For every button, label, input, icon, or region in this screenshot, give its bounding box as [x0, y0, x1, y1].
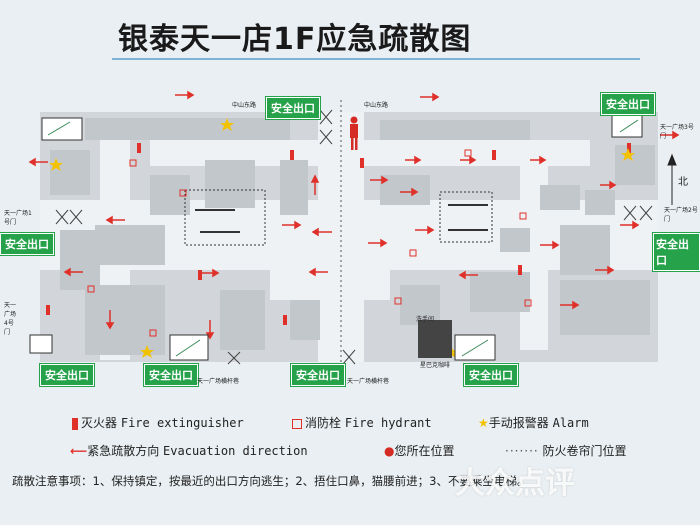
- legend-extinguisher-cn: 灭火器: [81, 416, 118, 430]
- legend-you-cn: 您所在位置: [394, 444, 455, 458]
- legend-you-are-here: ●您所在位置: [384, 442, 455, 459]
- stair-shop-label: 洗手间: [416, 316, 435, 323]
- north-arrow: [667, 153, 677, 205]
- door-label-tianyi-3: 天一广场3号门: [660, 124, 694, 140]
- exit-sign-bottom-2: 安全出口: [143, 363, 199, 387]
- door-label-tianyi-4: 天一广场4号门: [4, 302, 17, 336]
- gate-label-a: 天一广场横杆巷: [197, 378, 240, 385]
- legend-evac-cn: 紧急疏散方向: [87, 444, 160, 458]
- legend-evacuation: ⟵紧急疏散方向 Evacuation direction: [70, 442, 308, 459]
- fire-hydrant-markers: [87, 149, 532, 337]
- legend-alarm: ★手动报警器 Alarm: [478, 414, 589, 431]
- door-label-tianyi-2: 天一广场2号门: [664, 207, 698, 223]
- north-label: 北: [678, 177, 688, 188]
- street-label-left: 中山东路: [232, 102, 257, 109]
- exit-sign-bottom-4: 安全出口: [463, 363, 519, 387]
- you-are-here-marker: [350, 116, 358, 150]
- exit-sign-top-middle: 安全出口: [265, 96, 321, 120]
- page-title: 银泰天一店1F应急疏散图: [118, 22, 472, 57]
- fire-extinguisher-markers: [46, 143, 631, 325]
- legend-hydrant: 消防栓 Fire hydrant: [292, 414, 432, 431]
- legend-hydrant-en: Fire hydrant: [344, 416, 432, 430]
- exit-sign-bottom-1: 安全出口: [39, 363, 95, 387]
- legend-evac-en: Evacuation direction: [163, 444, 308, 458]
- legend-shutter-cn: 防火卷帘门位置: [542, 444, 627, 458]
- legend-hydrant-cn: 消防栓: [305, 416, 342, 430]
- evacuation-notes: 疏散注意事项：1、保持镇定，按最近的出口方向逃生；2、捂住口鼻，猫腰前进；3、不…: [12, 474, 529, 488]
- person-icon: ●: [384, 444, 395, 458]
- door-symbols: [55, 109, 653, 365]
- legend-alarm-en: Alarm: [552, 416, 589, 430]
- title-underline: [112, 58, 640, 60]
- dotted-line-icon: ·······: [505, 444, 539, 458]
- escalator-zone-right: [439, 191, 493, 243]
- escalator-zone-left: [184, 189, 266, 246]
- shop-blocks: [50, 118, 655, 355]
- exit-sign-bottom-3: 安全出口: [290, 363, 346, 387]
- fire-hydrant-icon: [292, 418, 302, 429]
- door-label-tianyi-1: 天一广场1号门: [4, 210, 32, 226]
- stair-icons: [29, 114, 643, 361]
- exit-sign-top-right: 安全出口: [600, 92, 656, 116]
- gate-label-b: 天一广场横杆巷: [347, 378, 390, 385]
- evacuation-arrows: [28, 90, 680, 340]
- alarm-star-icon: ★: [478, 416, 489, 430]
- starbucks-label: 星巴克咖啡: [420, 362, 451, 369]
- street-label-right: 中山东路: [364, 102, 389, 109]
- dianping-watermark: 大众点评: [455, 466, 575, 501]
- exit-sign-right: 安全出口: [652, 232, 700, 272]
- escalators: [195, 204, 488, 233]
- fire-extinguisher-icon: [72, 417, 78, 430]
- evacuation-arrow-icon: ⟵: [70, 444, 88, 458]
- toilet-block: [418, 320, 452, 358]
- legend-extinguisher-en: Fire extinguisher: [120, 416, 244, 430]
- legend-alarm-cn: 手动报警器: [488, 416, 549, 430]
- exit-sign-left: 安全出口: [0, 232, 55, 256]
- legend-extinguisher: 灭火器 Fire extinguisher: [72, 414, 244, 431]
- legend-fire-shutter: ······· 防火卷帘门位置: [505, 442, 627, 459]
